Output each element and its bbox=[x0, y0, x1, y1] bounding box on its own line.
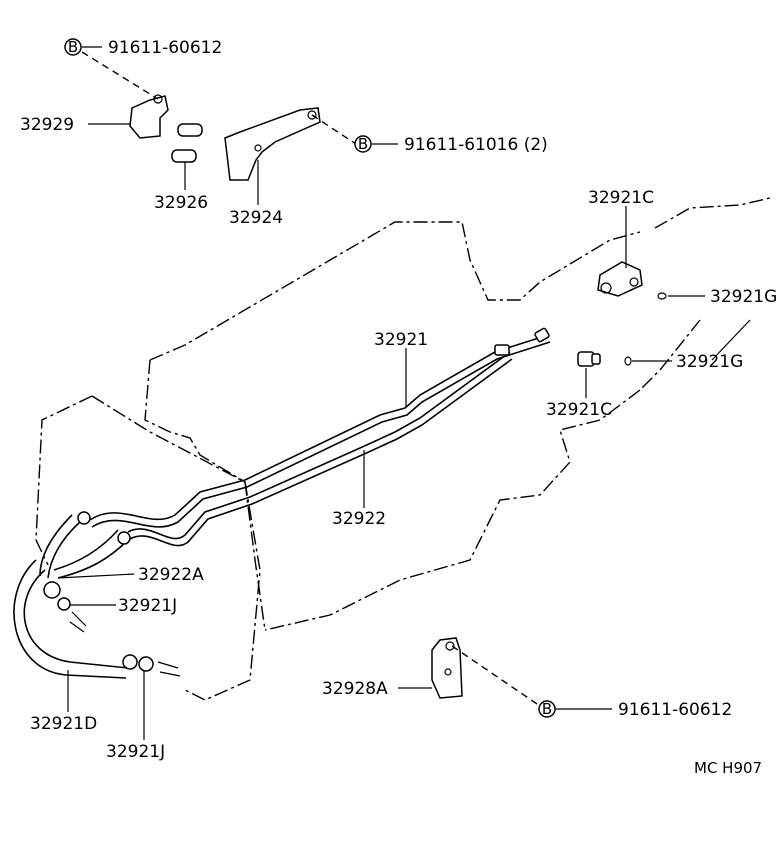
bolt-symbol-icon: B bbox=[64, 38, 82, 56]
label-clamp-upper[interactable]: 32921J bbox=[118, 596, 177, 616]
label-clamp-lower[interactable]: 32921J bbox=[106, 742, 165, 762]
bracket-32928a-icon[interactable] bbox=[431, 637, 463, 699]
leader-lines bbox=[57, 46, 751, 740]
label-bracket-mid[interactable]: 32924 bbox=[229, 208, 283, 228]
label-bolt-top[interactable]: 91611-60612 bbox=[108, 38, 222, 58]
hose-stub-left bbox=[69, 611, 87, 633]
label-pipe-lower[interactable]: 32922 bbox=[332, 509, 386, 529]
diagram-code: MC H907 bbox=[694, 759, 762, 777]
label-bolt-bottom[interactable]: 91611-60612 bbox=[618, 700, 732, 720]
pipe-32921[interactable] bbox=[89, 334, 551, 528]
union-bolt-mid-icon[interactable] bbox=[577, 351, 601, 367]
label-hose-d[interactable]: 32921D bbox=[30, 714, 97, 734]
hose-32921d[interactable] bbox=[13, 559, 129, 679]
label-washer-mid[interactable]: 32921G bbox=[676, 352, 743, 372]
bracket-32929-icon[interactable] bbox=[129, 94, 169, 139]
transmission-outline bbox=[35, 395, 261, 701]
svg-text:B: B bbox=[358, 135, 368, 153]
bolt-symbol-icon: B bbox=[538, 700, 556, 718]
svg-text:B: B bbox=[542, 700, 552, 718]
label-bracket-right-bolt[interactable]: 91611-61016 (2) bbox=[404, 135, 548, 155]
pipe-end-fittings bbox=[494, 327, 550, 356]
label-washer-top[interactable]: 32921G bbox=[710, 287, 777, 307]
bracket-32924-icon[interactable] bbox=[224, 107, 321, 181]
sleeve-32926-icon[interactable] bbox=[171, 123, 203, 163]
label-pipe-upper[interactable]: 32921 bbox=[374, 330, 428, 350]
hose-stub-right bbox=[157, 661, 181, 677]
label-union-mid[interactable]: 32921C bbox=[546, 400, 612, 420]
dashed-leader-right bbox=[311, 114, 357, 145]
washer-mid-icon[interactable] bbox=[624, 356, 632, 366]
label-bracket-left[interactable]: 32929 bbox=[20, 115, 74, 135]
label-bracket-bottom[interactable]: 32928A bbox=[322, 679, 388, 699]
engine-outline bbox=[144, 197, 771, 631]
pipe-32922[interactable] bbox=[127, 351, 513, 547]
union-bolt-top-icon[interactable] bbox=[597, 261, 643, 297]
dashed-leader-top bbox=[81, 51, 159, 100]
label-sleeve[interactable]: 32926 bbox=[154, 193, 208, 213]
bolt-symbol-icon: B bbox=[354, 135, 372, 153]
dashed-leader-bottom bbox=[451, 645, 541, 707]
svg-text:B: B bbox=[68, 38, 78, 56]
label-hose-a[interactable]: 32922A bbox=[138, 565, 204, 585]
label-union-top[interactable]: 32921C bbox=[588, 188, 654, 208]
washer-top-icon[interactable] bbox=[657, 292, 667, 300]
hose-32922a[interactable] bbox=[39, 514, 129, 579]
clamp-icon[interactable] bbox=[43, 511, 154, 672]
